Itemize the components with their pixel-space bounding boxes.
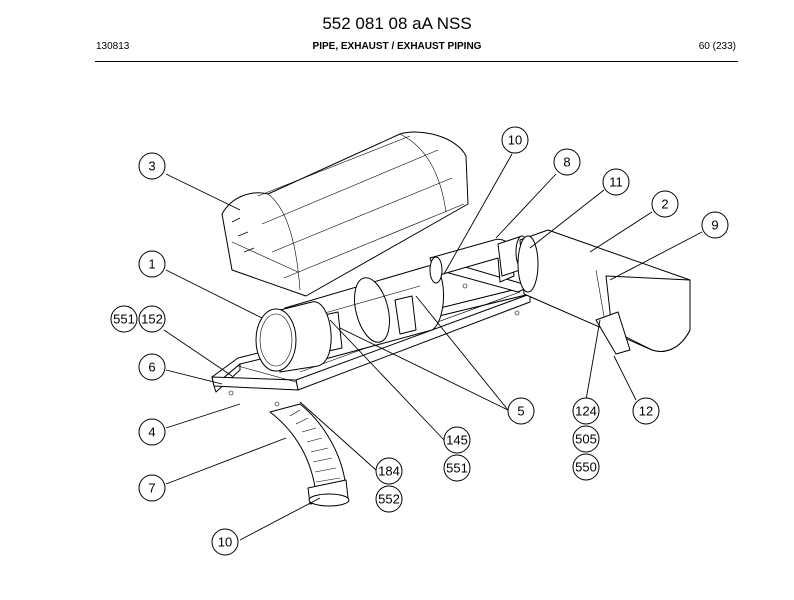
callout-1-label: 1 — [148, 257, 155, 272]
callout-152-label: 152 — [141, 312, 163, 327]
callout-550-label: 550 — [575, 460, 597, 475]
callout-5: 5 — [507, 397, 535, 425]
callout-10-top-label: 10 — [508, 133, 522, 148]
callout-3-label: 3 — [148, 159, 155, 174]
callout-552: 552 — [375, 485, 403, 513]
callout-4-label: 4 — [148, 425, 155, 440]
header-rule — [95, 61, 738, 62]
tail-pipe-muffler — [517, 229, 691, 355]
callout-2-label: 2 — [661, 197, 668, 212]
callout-10-bottom: 10 — [211, 528, 239, 556]
flexible-inlet-pipe — [269, 403, 350, 507]
page-title: PIPE, EXHAUST / EXHAUST PIPING — [312, 41, 482, 52]
callout-10-top: 10 — [501, 126, 529, 154]
callout-6: 6 — [138, 353, 166, 381]
callout-551-left-label: 551 — [113, 312, 135, 327]
callout-124: 124 — [572, 397, 600, 425]
callout-11-label: 11 — [609, 175, 623, 190]
page-number: 60 (233) — [698, 41, 736, 52]
callout-184: 184 — [375, 457, 403, 485]
callout-184-label: 184 — [378, 464, 400, 479]
callout-6-label: 6 — [148, 360, 155, 375]
callout-4: 4 — [138, 418, 166, 446]
callout-9-label: 9 — [711, 218, 718, 233]
heat-shield-grille — [221, 131, 469, 297]
callout-145: 145 — [443, 426, 471, 454]
callout-552-label: 552 — [378, 492, 400, 507]
callout-10-bottom-label: 10 — [218, 535, 232, 550]
callout-3: 3 — [138, 152, 166, 180]
callout-12: 12 — [632, 397, 660, 425]
callout-12-label: 12 — [639, 404, 653, 419]
callout-551-center: 551 — [443, 454, 471, 482]
document-number: 552 081 08 aA NSS — [322, 14, 472, 33]
callout-124-label: 124 — [575, 404, 597, 419]
callout-11: 11 — [602, 168, 630, 196]
leader-lines — [163, 153, 703, 541]
date-code: 130813 — [96, 41, 130, 52]
callout-152: 152 — [138, 305, 166, 333]
inlet-end-cap — [255, 301, 332, 373]
callout-550: 550 — [572, 453, 600, 481]
callout-551-center-label: 551 — [446, 461, 468, 476]
callout-551-left: 551 — [110, 305, 138, 333]
callout-505: 505 — [572, 425, 600, 453]
callout-7-label: 7 — [148, 481, 155, 496]
callout-505-label: 505 — [575, 432, 597, 447]
callout-145-label: 145 — [446, 433, 468, 448]
callout-5-label: 5 — [517, 404, 524, 419]
callout-9: 9 — [701, 211, 729, 239]
callout-2: 2 — [651, 190, 679, 218]
callout-8-label: 8 — [563, 155, 570, 170]
callout-8: 8 — [553, 148, 581, 176]
callout-1: 1 — [138, 250, 166, 278]
callout-7: 7 — [138, 474, 166, 502]
